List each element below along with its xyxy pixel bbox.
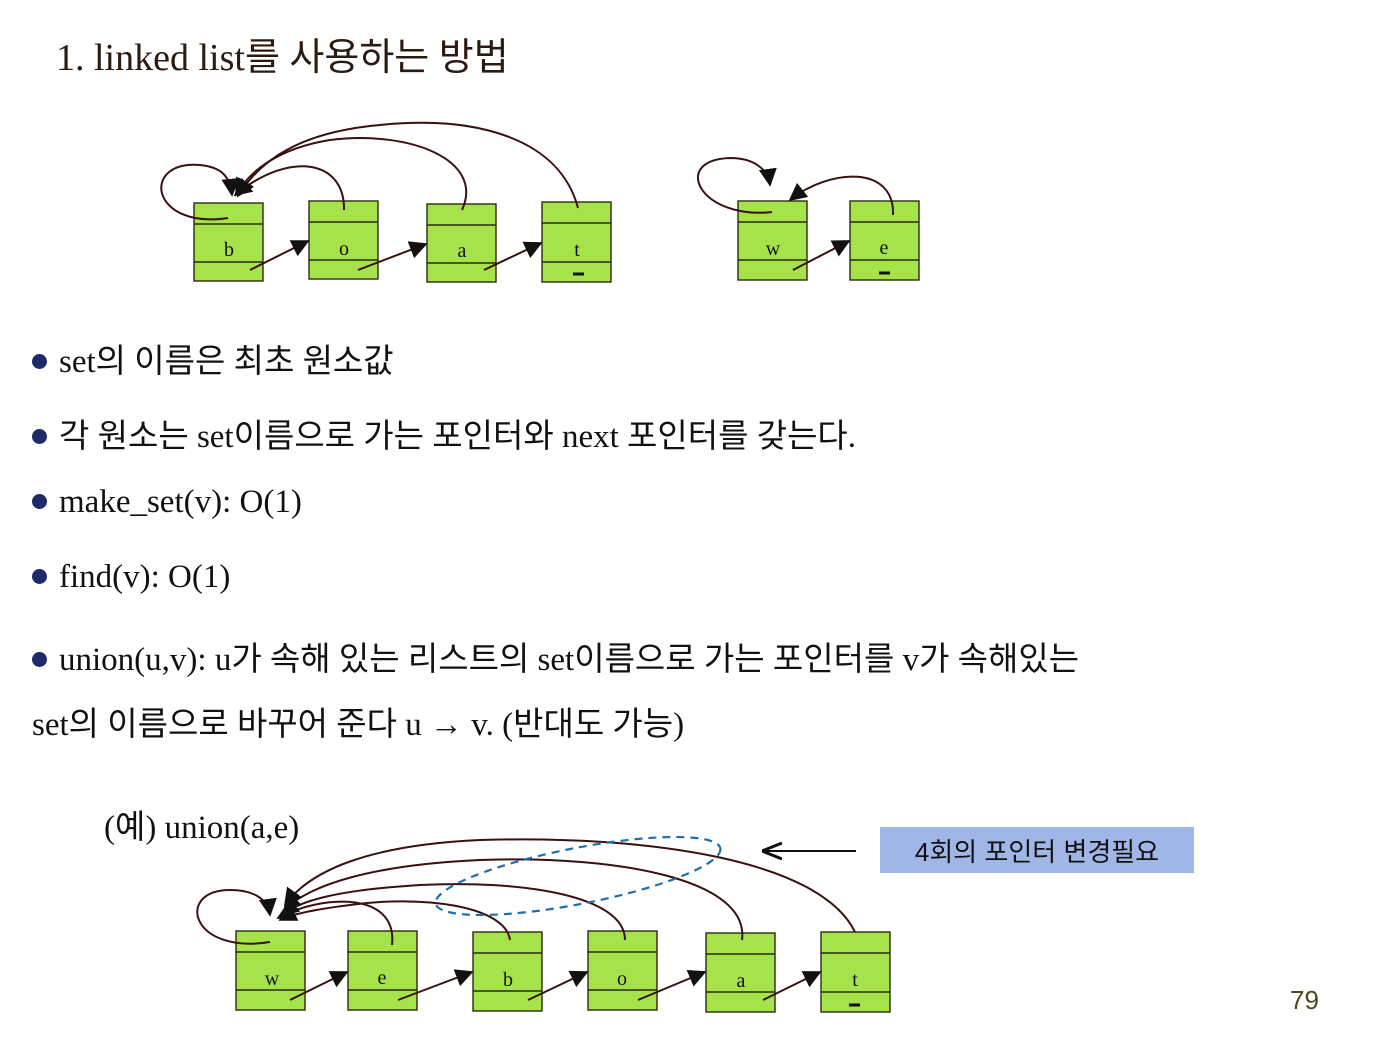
- node-label: o: [617, 968, 627, 990]
- node-t: t: [820, 931, 891, 1013]
- node-w: w: [737, 200, 808, 281]
- top-list-1: b o a t: [160, 121, 612, 283]
- set-pointer: [283, 838, 856, 933]
- set-pointer: [160, 163, 240, 221]
- bullet-item: find(v): O(1): [32, 559, 230, 596]
- bullet-dot-icon: [32, 651, 47, 667]
- node-label: e: [880, 237, 889, 259]
- node-label: t: [574, 239, 580, 261]
- next-pointer: [792, 240, 851, 271]
- set-pointer: [788, 175, 895, 216]
- bullet-dot-icon: [32, 353, 47, 369]
- set-pointer: [235, 137, 468, 211]
- bullet-dot-icon: [32, 428, 47, 444]
- node-label: w: [766, 238, 781, 260]
- next-pointer: [483, 241, 543, 271]
- node-label: a: [737, 970, 746, 992]
- node-label: b: [224, 239, 234, 261]
- node-a: a: [426, 203, 497, 283]
- bullet-item: make_set(v): O(1): [32, 484, 302, 521]
- next-pointer: [397, 969, 474, 1001]
- bottom-list: w e b o a t: [196, 835, 891, 1013]
- set-pointer: [237, 121, 579, 209]
- callout-box: 4회의 포인터 변경필요: [880, 827, 1194, 873]
- node-label: t: [852, 969, 858, 991]
- next-pointer: [527, 970, 589, 1001]
- bullet-item: union(u,v): u가 속해 있는 리스트의 set이름으로 가는 포인터…: [32, 632, 1079, 680]
- bullet-dot-icon: [32, 493, 47, 509]
- bullet-item: set의 이름은 최초 원소값: [32, 334, 394, 382]
- next-pointer: [357, 241, 428, 271]
- example-label: (예) union(a,e): [104, 810, 300, 846]
- node-e: e: [347, 930, 418, 1011]
- node-label: o: [339, 238, 349, 260]
- node-b: b: [193, 202, 264, 282]
- next-pointer: [762, 971, 822, 1001]
- next-pointer: [249, 240, 310, 271]
- set-pointer: [196, 888, 277, 945]
- next-pointer: [637, 969, 707, 1001]
- node-e: e: [849, 200, 920, 281]
- bullet-continuation: set의 이름으로 바꾸어 준다 u → v. (반대도 가능): [32, 707, 685, 743]
- set-pointer: [282, 858, 744, 941]
- node-label: b: [503, 969, 513, 991]
- slide-title: 1. linked list를 사용하는 방법: [56, 37, 509, 79]
- node-o: o: [587, 930, 658, 1011]
- highlight-ellipse: [434, 835, 722, 917]
- node-t: t: [541, 201, 612, 283]
- node-label: e: [378, 967, 387, 989]
- bullet-dot-icon: [32, 568, 47, 584]
- set-pointer: [233, 165, 346, 211]
- page-number: 79: [1290, 985, 1319, 1015]
- set-pointer: [697, 156, 777, 214]
- node-label: a: [458, 240, 467, 262]
- set-pointer: [280, 883, 626, 941]
- bullet-item: 각 원소는 set이름으로 가는 포인터와 next 포인터를 갖는다.: [32, 409, 856, 457]
- next-pointer: [289, 971, 349, 1001]
- node-label: w: [265, 968, 280, 990]
- top-list-2: w e: [697, 156, 920, 281]
